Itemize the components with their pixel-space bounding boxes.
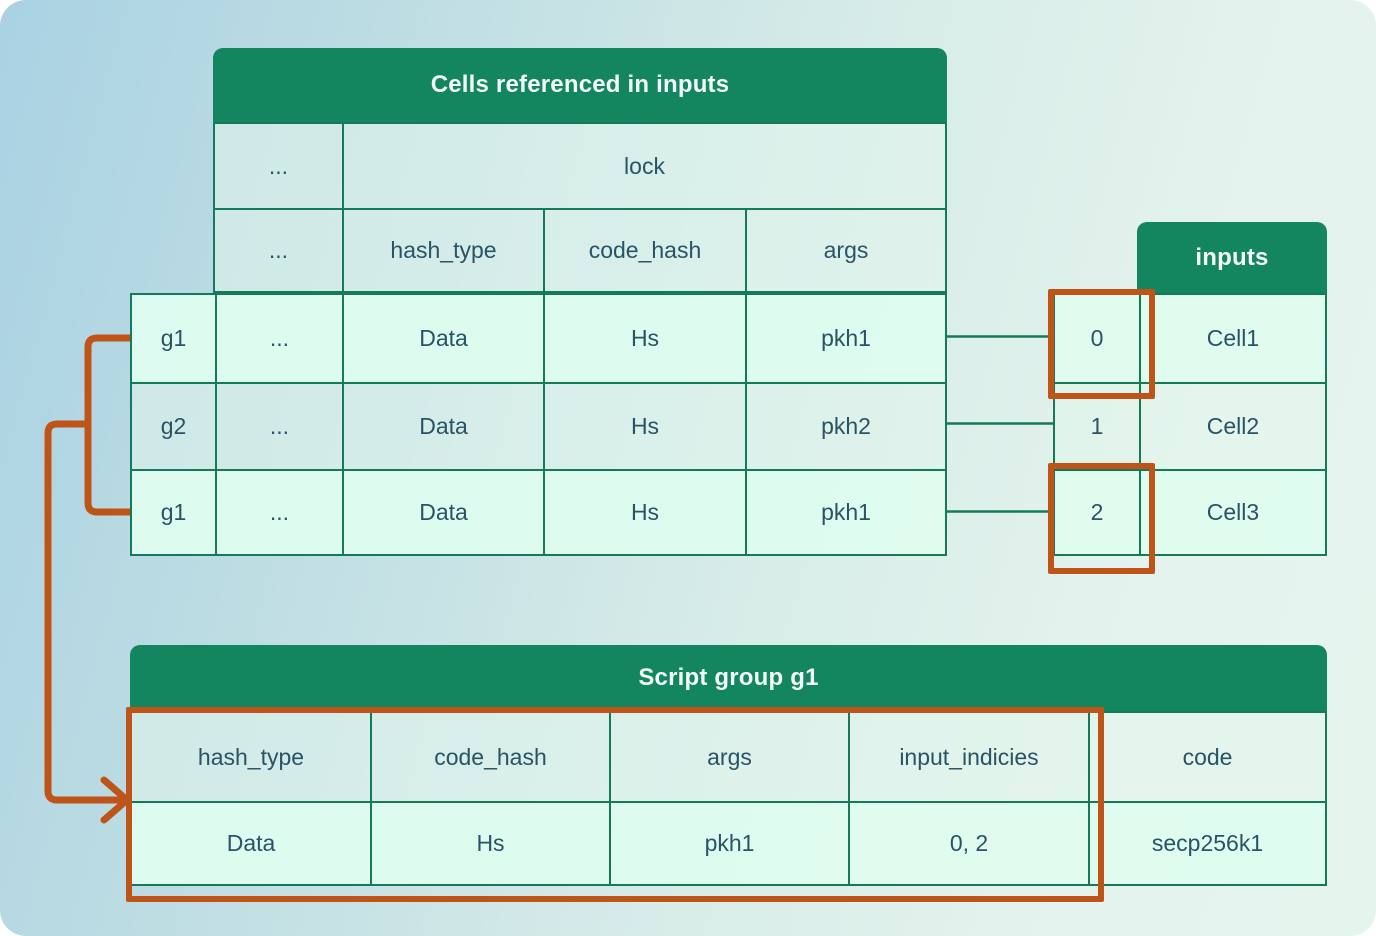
script-group-title: Script group g1 [638, 664, 819, 691]
inputs-header: inputs [1137, 222, 1327, 293]
sg-col-code: code [1088, 713, 1325, 801]
row1-code-hash-cell: Hs [543, 295, 745, 382]
sg-col-hash-type: hash_type [132, 713, 370, 801]
inputs-rows: 0 Cell1 1 Cell2 2 Cell3 [1053, 293, 1327, 556]
script-group-header: Script group g1 [130, 645, 1327, 711]
col-header-dots: ... [215, 208, 342, 291]
row1-dots-cell: ... [215, 295, 342, 382]
sg-col-input-indicies: input_indicies [848, 713, 1088, 801]
input0-cell-name: Cell1 [1139, 295, 1325, 382]
row3-hash-type-cell: Data [342, 469, 543, 554]
row2-group-cell: g2 [132, 382, 215, 469]
input1-index-cell: 1 [1055, 382, 1139, 469]
cells-referenced-title: Cells referenced in inputs [430, 71, 730, 98]
row2-dots-cell: ... [215, 382, 342, 469]
sg-col-code-hash: code_hash [370, 713, 609, 801]
col-header-code-hash: code_hash [543, 208, 745, 291]
sg-value-hash-type: Data [132, 801, 370, 884]
input2-cell-name: Cell3 [1139, 469, 1325, 554]
sg-value-args: pkh1 [609, 801, 848, 884]
col-header-hash-type: hash_type [342, 208, 543, 291]
row1-args-cell: pkh1 [745, 295, 945, 382]
cells-referenced-header: Cells referenced in inputs [213, 48, 947, 122]
row3-args-cell: pkh1 [745, 469, 945, 554]
row3-code-hash-cell: Hs [543, 469, 745, 554]
row3-group-cell: g1 [132, 469, 215, 554]
cells-referenced-rows: g1 ... Data Hs pkh1 g2 ... Data Hs pkh2 … [130, 293, 947, 556]
sg-col-args: args [609, 713, 848, 801]
row1-hash-type-cell: Data [342, 295, 543, 382]
col-header-args: args [745, 208, 945, 291]
cells-referenced-group-header: ... lock ... hash_type code_hash args [213, 122, 947, 293]
row2-args-cell: pkh2 [745, 382, 945, 469]
sg-value-code: secp256k1 [1088, 801, 1325, 884]
row1-group-cell: g1 [132, 295, 215, 382]
input1-cell-name: Cell2 [1139, 382, 1325, 469]
inputs-title: inputs [1195, 243, 1269, 271]
sg-value-input-indicies: 0, 2 [848, 801, 1088, 884]
group-dots-cell: ... [215, 124, 342, 208]
row2-hash-type-cell: Data [342, 382, 543, 469]
g1-to-script-group-line [44, 420, 125, 804]
sg-value-code-hash: Hs [370, 801, 609, 884]
row3-dots-cell: ... [215, 469, 342, 554]
input0-index-cell: 0 [1055, 295, 1139, 382]
g1-bracket [84, 334, 134, 516]
input2-index-cell: 2 [1055, 469, 1139, 554]
row2-code-hash-cell: Hs [543, 382, 745, 469]
script-group-rows: hash_type code_hash args input_indicies … [130, 711, 1327, 886]
group-lock-cell: lock [342, 124, 945, 208]
